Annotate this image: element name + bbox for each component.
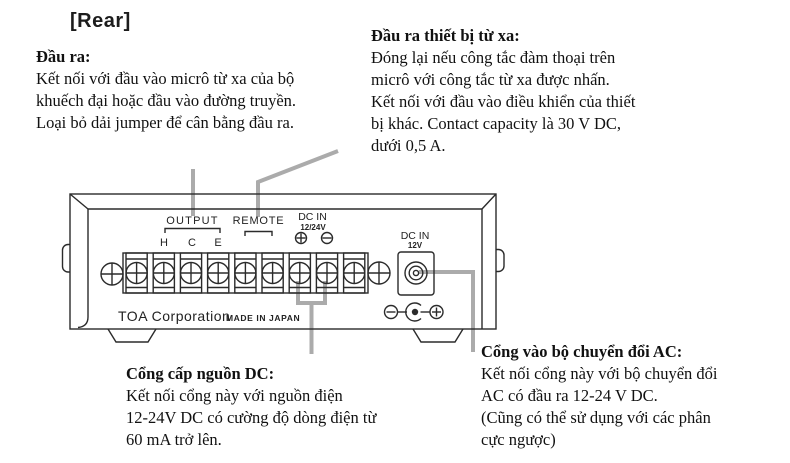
- terminal-cell: [152, 252, 176, 294]
- minus-terminal-icon: [320, 231, 334, 245]
- note-line: AC có đầu ra 12-24 V DC.: [481, 386, 658, 405]
- dc-power-note: Cổng cấp nguồn DC: Kết nối cổng này với …: [126, 363, 376, 451]
- remote-note: Đầu ra thiết bị từ xa: Đóng lại nếu công…: [371, 25, 635, 157]
- note-line: Kết nối cổng này với bộ chuyển đổi: [481, 364, 718, 383]
- right-foot: [412, 328, 464, 343]
- screw-icon: [261, 261, 284, 285]
- terminal-cell: [288, 252, 312, 294]
- screw-icon: [152, 261, 176, 285]
- output-label: OUTPUT: [166, 215, 218, 227]
- chassis: [61, 193, 505, 343]
- screw-icon: [100, 262, 124, 286]
- terminal-cell: [261, 252, 284, 294]
- screw-icon: [343, 261, 366, 285]
- terminal-letter-h: H: [160, 237, 168, 249]
- terminal-cell: [342, 252, 366, 294]
- terminal-cell: [179, 252, 203, 294]
- chassis-outline: [69, 193, 497, 330]
- note-line: 60 mA trở lên.: [126, 430, 222, 449]
- rear-heading: [Rear]: [70, 10, 131, 32]
- remote-bracket: [244, 230, 273, 236]
- terminal-strip: [122, 252, 369, 294]
- terminal-letter-c: C: [188, 237, 196, 249]
- left-mount-tab: [61, 243, 70, 273]
- remote-note-title: Đầu ra thiết bị từ xa:: [371, 26, 520, 45]
- made-in-label: MADE IN JAPAN: [226, 313, 300, 323]
- note-line: khuếch đại hoặc đầu vào đường truyền.: [36, 91, 297, 110]
- dc-jack-callout-line: [419, 270, 475, 352]
- note-line: Kết nối với đầu vào micrô từ xa của bộ: [36, 69, 295, 88]
- output-note: Đầu ra: Kết nối với đầu vào micrô từ xa …: [36, 46, 296, 134]
- remote-label: REMOTE: [233, 215, 285, 227]
- output-bracket: [164, 227, 221, 233]
- plus-terminal-icon: [294, 231, 308, 245]
- terminal-cell: [206, 252, 230, 294]
- brand-label: TOA Corporation: [118, 308, 230, 324]
- ac-adapter-note-title: Cổng vào bộ chuyển đổi AC:: [481, 342, 683, 361]
- note-line: Loại bỏ dải jumper để cân bằng đầu ra.: [36, 113, 294, 132]
- dc-in-label: DC IN: [298, 211, 327, 223]
- note-line: (Cũng có thể sử dụng với các phân: [481, 408, 711, 427]
- screw-icon: [125, 261, 148, 285]
- terminal-cell: [315, 252, 339, 294]
- screw-icon: [179, 261, 203, 285]
- top-right-edge: [481, 193, 497, 210]
- screw-icon: [206, 261, 230, 285]
- polarity-icon: [383, 302, 444, 322]
- dc-jack-label: DC IN: [401, 230, 430, 242]
- note-line: Kết nối cổng này với nguồn điện: [126, 386, 343, 405]
- screw-icon: [234, 261, 257, 285]
- left-foot: [107, 328, 157, 343]
- dc-jack-icon: [397, 251, 435, 296]
- screw-icon: [367, 261, 391, 285]
- terminal-cell: [234, 252, 257, 294]
- terminal-letter-e: E: [214, 237, 221, 249]
- ac-adapter-note: Cổng vào bộ chuyển đổi AC: Kết nối cổng …: [481, 341, 717, 451]
- panel-left-edge: [77, 209, 89, 329]
- note-line: bị khác. Contact capacity là 30 V DC,: [371, 114, 622, 133]
- terminal-cell: [125, 252, 148, 294]
- screw-icon: [315, 261, 339, 285]
- note-line: Đóng lại nếu công tắc đàm thoại trên: [371, 48, 616, 67]
- dc-in-callout-line: [296, 281, 327, 354]
- note-line: dưới 0,5 A.: [371, 136, 446, 155]
- dc-power-note-title: Cổng cấp nguồn DC:: [126, 364, 275, 383]
- screw-icon: [288, 261, 311, 285]
- output-note-title: Đầu ra:: [36, 47, 91, 66]
- terminal-cells: [125, 252, 366, 294]
- right-mount-tab: [496, 248, 505, 273]
- note-line: cực ngược): [481, 430, 556, 449]
- remote-callout-line: [256, 149, 339, 217]
- dc-jack-voltage-label: 12V: [408, 241, 423, 250]
- dc-in-voltage-label: 12/24V: [300, 223, 326, 232]
- note-line: micrô với công tắc từ xa được nhấn.: [371, 70, 610, 89]
- note-line: 12-24V DC có cường độ dòng điện từ: [126, 408, 377, 427]
- top-left-edge: [69, 193, 89, 210]
- note-line: Kết nối với đầu vào điều khiển của thiết: [371, 92, 636, 111]
